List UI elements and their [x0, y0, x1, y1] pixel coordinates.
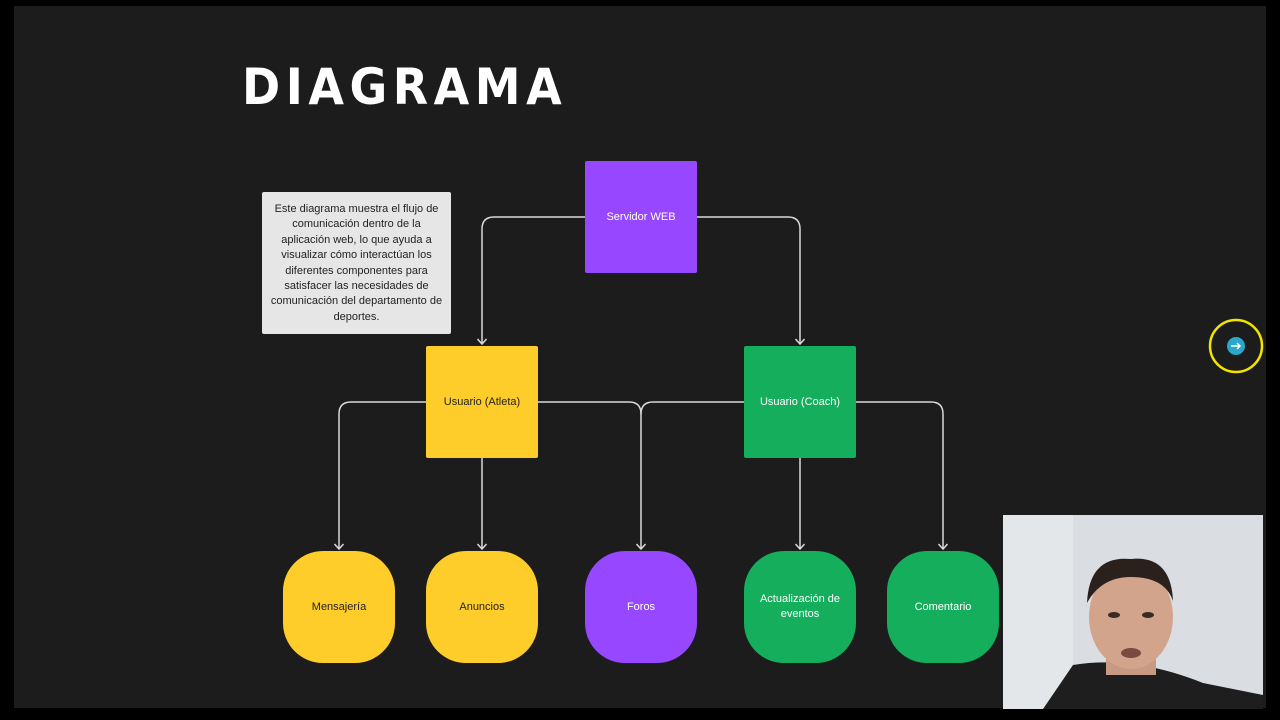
- webcam-presenter: [1003, 515, 1263, 709]
- node-user-athlete-label: Usuario (Atleta): [443, 395, 521, 408]
- node-forums-label: Foros: [626, 600, 656, 613]
- node-server-web-label: Servidor WEB: [606, 210, 676, 223]
- node-comment-label: Comentario: [914, 600, 972, 613]
- connector-server-coach: [697, 216, 800, 344]
- node-forums: Foros: [585, 551, 697, 663]
- node-announcements-label: Anuncios: [459, 600, 505, 613]
- node-user-coach-label: Usuario (Coach): [759, 395, 841, 408]
- node-user-coach: Usuario (Coach): [744, 346, 856, 458]
- node-user-athlete: Usuario (Atleta): [426, 346, 538, 458]
- cursor-highlight-icon: [1208, 318, 1264, 374]
- connector-coach-forums: [640, 401, 744, 415]
- description-note: Este diagrama muestra el flujo de comuni…: [262, 192, 451, 334]
- node-announcements: Anuncios: [426, 551, 538, 663]
- node-comment: Comentario: [887, 551, 999, 663]
- connector-athlete-forums: [538, 401, 641, 549]
- slide-title: DIAGRAMA: [242, 58, 568, 116]
- node-messaging: Mensajería: [283, 551, 395, 663]
- connector-coach-comment: [856, 401, 943, 549]
- connector-server-athlete: [482, 216, 585, 344]
- node-server-web: Servidor WEB: [585, 161, 697, 273]
- node-event-updates-label: Actualización de eventos: [759, 593, 841, 620]
- node-event-updates: Actualización de eventos: [744, 551, 856, 663]
- node-messaging-label: Mensajería: [311, 600, 367, 613]
- connector-athlete-messaging: [339, 401, 426, 549]
